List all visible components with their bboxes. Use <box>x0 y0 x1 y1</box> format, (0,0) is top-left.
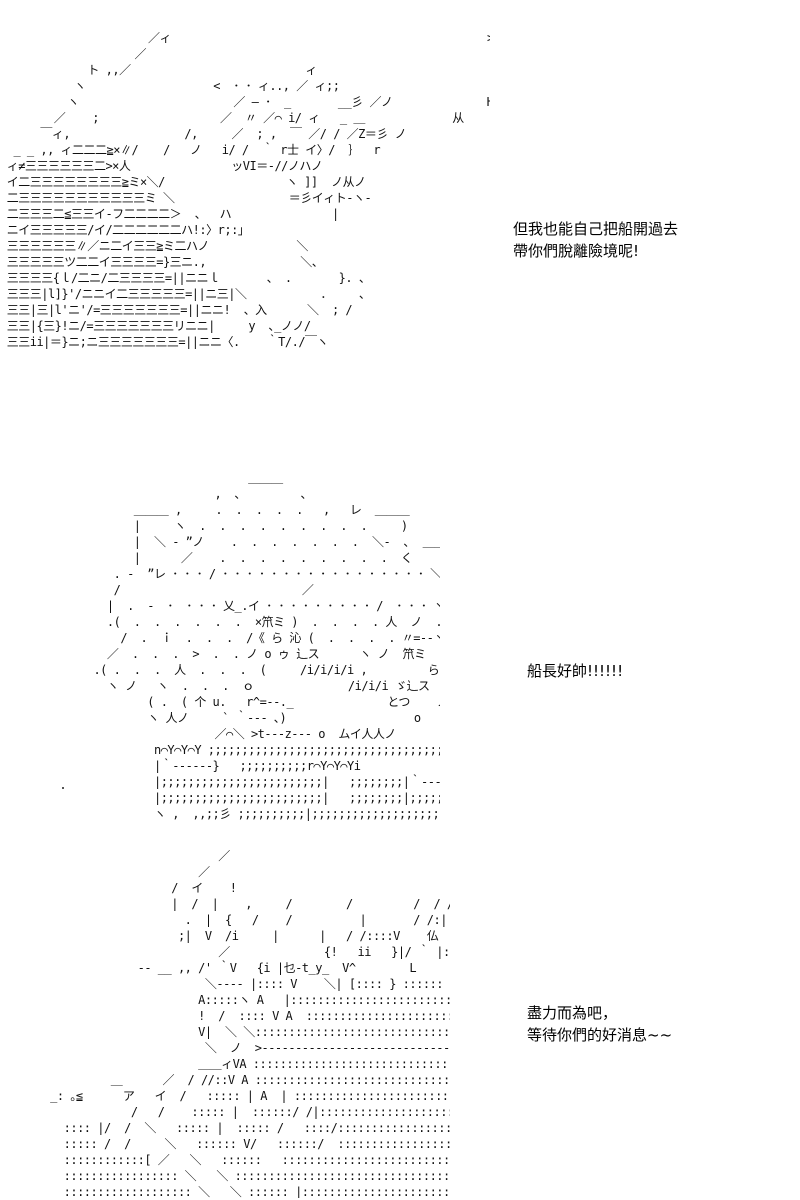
ascii-art-waving-character: ／ ／ / イ ! | / | , / / / / / | . | { / / … <box>50 849 450 1198</box>
ascii-art-smiling-girl: ＿＿＿ , ､ ､ ＿＿＿ , . . . . . , レ ＿＿＿ | ヽ . … <box>93 471 440 821</box>
dialogue-line: 船長好帥!!!!!! <box>527 662 624 680</box>
dialogue-line: 帶你們脫離險境呢! <box>513 242 640 260</box>
dialogue-caption-1: 但我也能自己把船開過去 帶你們脫離險境呢! <box>513 218 678 262</box>
dialogue-caption-3: 盡力而為吧， 等待你們的好消息~~ <box>527 1002 672 1046</box>
ascii-art-sailor-captain: ／ィ >×＿, ／ ヽイ_, ト ,,／ ィ <box>6 31 490 349</box>
dialogue-caption-2: 船長好帥!!!!!! <box>527 660 623 682</box>
comic-panel-1: ／ィ >×＿, ／ ヽイ_, ト ,,／ ィ <box>0 0 800 460</box>
dialogue-line: 但我也能自己把船開過去 <box>513 220 679 238</box>
comic-panel-3: ／ ／ / イ ! | / | , / / / / / | . | { / / … <box>0 840 800 1200</box>
stray-dot-mark <box>62 787 64 789</box>
dialogue-line: 等待你們的好消息~~ <box>527 1026 673 1044</box>
comic-panel-2: ＿＿＿ , ､ ､ ＿＿＿ , . . . . . , レ ＿＿＿ | ヽ . … <box>0 460 800 840</box>
dialogue-line: 盡力而為吧， <box>527 1004 618 1022</box>
